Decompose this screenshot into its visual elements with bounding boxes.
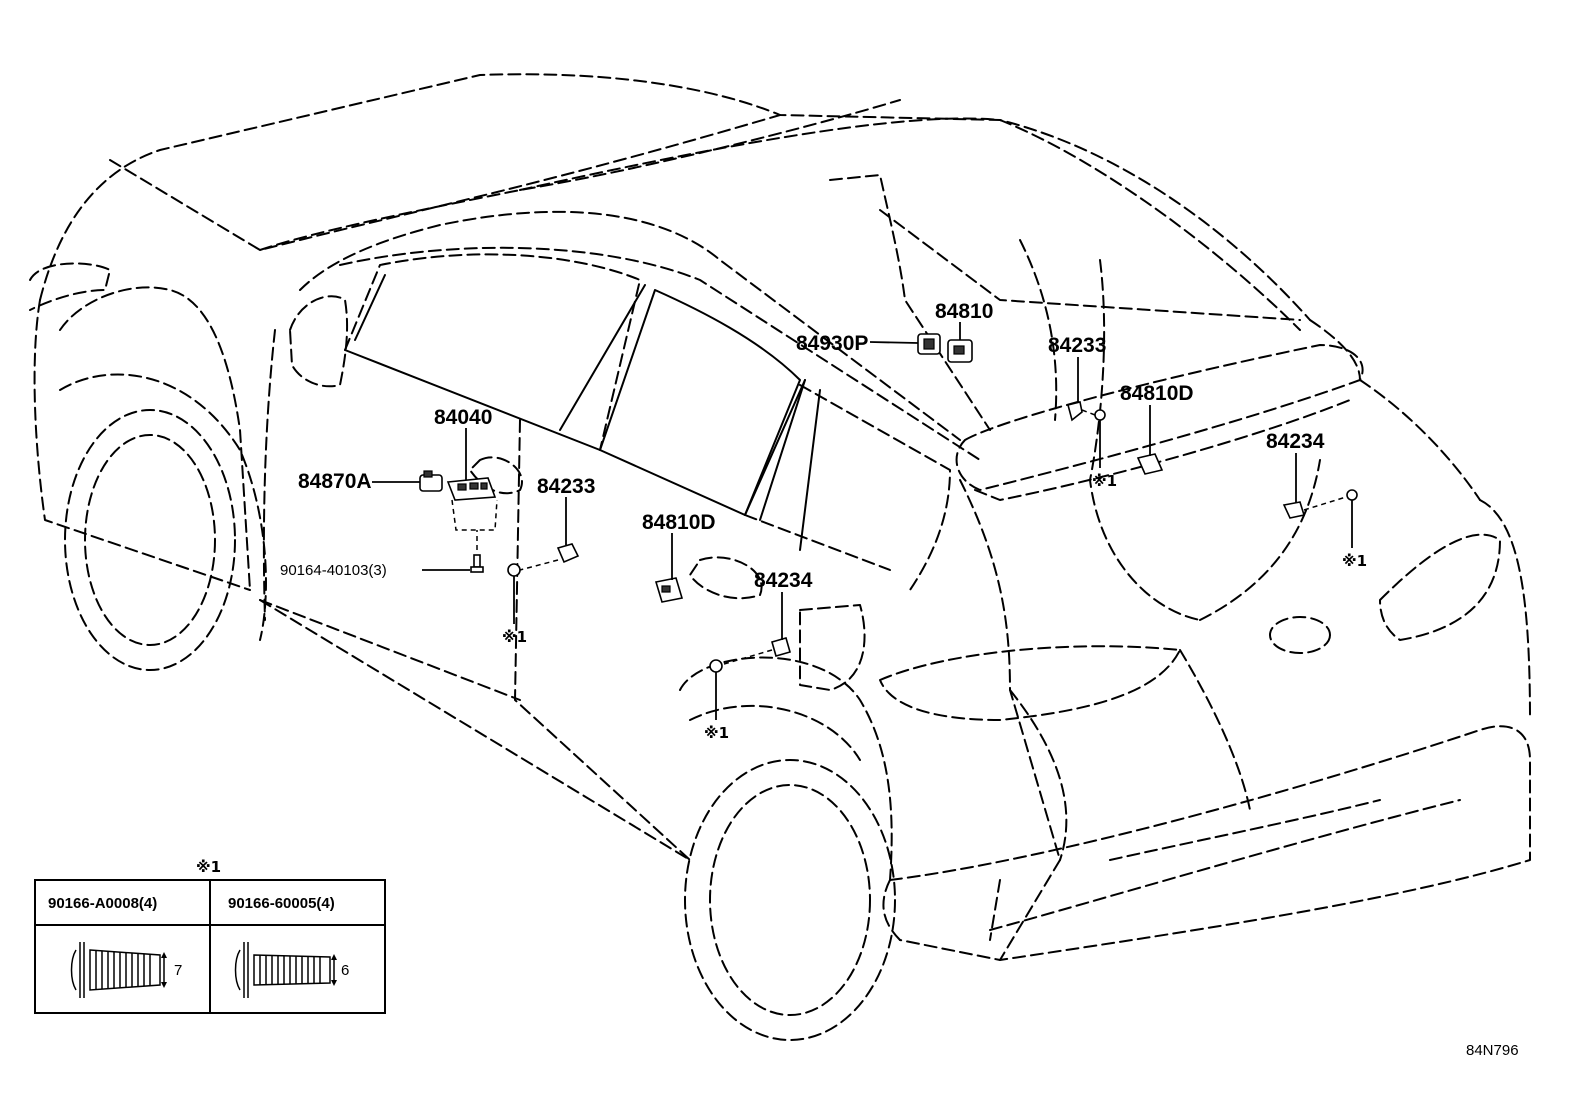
callout-84870A[interactable]: 84870A <box>298 470 372 493</box>
screw-drawing-icon <box>234 942 337 998</box>
screw-ref-label[interactable]: ※1 <box>1342 552 1367 570</box>
part-84810D-upper-icon[interactable] <box>1136 453 1164 475</box>
screw-ref-label[interactable]: ※1 <box>502 628 527 646</box>
screw-90164-icon[interactable] <box>470 554 484 573</box>
callout-84040[interactable]: 84040 <box>434 406 492 429</box>
vehicle-outline <box>29 73 1531 1041</box>
screw-ref-label[interactable]: ※1 <box>1092 472 1117 490</box>
part-84234-rear-icon[interactable] <box>1282 501 1306 519</box>
callout-84810[interactable]: 84810 <box>935 300 993 323</box>
diagram-code: 84N796 <box>1466 1042 1519 1059</box>
screw-table-part-no: 90166-60005(4) <box>228 895 335 912</box>
screw-dimension: 6 <box>341 962 349 979</box>
part-84870A-icon[interactable] <box>419 470 443 492</box>
part-84810-icon[interactable] <box>947 339 973 363</box>
parts-layer <box>372 322 1358 720</box>
callout-90164[interactable]: 90164-40103(3) <box>280 562 387 579</box>
callout-labels: 84810 84930P 84233 84810D 84040 84870A 8… <box>280 300 1367 742</box>
part-84234-lower-icon[interactable] <box>771 637 791 657</box>
callout-84810D-lower[interactable]: 84810D <box>642 511 716 534</box>
screw-ref-label[interactable]: ※1 <box>704 724 729 742</box>
screw-rear-icon[interactable] <box>1346 489 1358 501</box>
screw-upper-icon[interactable] <box>1094 409 1106 421</box>
screw-door-icon[interactable] <box>507 563 521 577</box>
screw-table: ※1 90166-A0008(4) 90166-60005(4) 7 <box>34 858 386 1014</box>
screw-table-part-no: 90166-A0008(4) <box>48 895 157 912</box>
callout-84810D-upper[interactable]: 84810D <box>1120 382 1194 405</box>
part-84233-upper-icon[interactable] <box>1067 401 1083 422</box>
screw-table-title: ※1 <box>196 858 221 876</box>
callout-84234-lower[interactable]: 84234 <box>754 569 813 592</box>
part-84930P-icon[interactable] <box>917 333 941 355</box>
callout-84930P[interactable]: 84930P <box>796 332 868 355</box>
part-84233-door-icon[interactable] <box>556 543 580 564</box>
callout-84234-rear[interactable]: 84234 <box>1266 430 1325 453</box>
part-84810D-lower-icon[interactable] <box>654 577 684 603</box>
callout-84233-door[interactable]: 84233 <box>537 475 595 498</box>
screw-dimension: 7 <box>174 962 182 979</box>
part-84040-icon[interactable] <box>446 477 497 501</box>
callout-84233-upper[interactable]: 84233 <box>1048 334 1106 357</box>
screw-lower-icon[interactable] <box>709 659 723 673</box>
screw-drawing-icon <box>70 942 167 998</box>
